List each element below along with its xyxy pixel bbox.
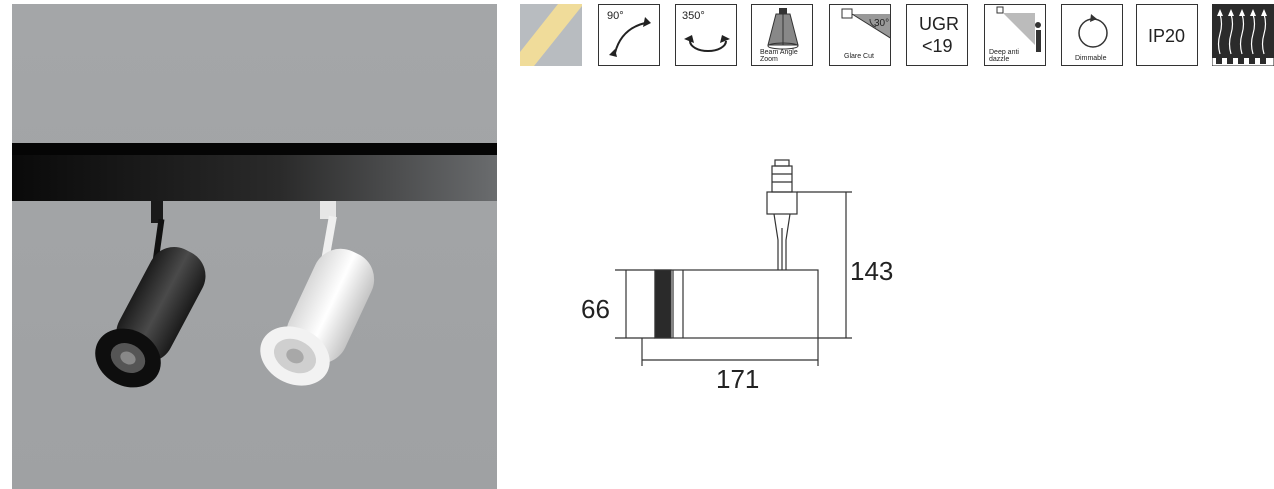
product-photo [12, 4, 497, 489]
ugr-icon: UGR <19 [906, 4, 968, 66]
heat-dissipation-icon [1212, 4, 1274, 66]
track-spotlights-image [12, 143, 497, 388]
height-dimension-label: 143 [850, 256, 894, 286]
dimmable-icon: Dimmable [1061, 4, 1123, 66]
technical-drawing: 143 66 171 [560, 140, 920, 392]
ip-rating-icon: IP20 [1136, 4, 1198, 66]
tilt-icon: 90° [598, 4, 660, 66]
warm-light-icon [520, 4, 582, 66]
glare-cut-icon: 30° Glare Cut [829, 4, 891, 66]
rotate-icon: 350° [675, 4, 737, 66]
deep-anti-dazzle-icon: Deep anti dazzle [984, 4, 1046, 66]
feature-icons: 90° 350° Beam Angle Zoom 30° [520, 4, 1274, 66]
length-dimension-label: 171 [716, 364, 760, 394]
diameter-dimension-label: 66 [581, 294, 610, 324]
beam-angle-zoom-icon: Beam Angle Zoom [751, 4, 813, 66]
dimension-diagram [615, 159, 852, 366]
